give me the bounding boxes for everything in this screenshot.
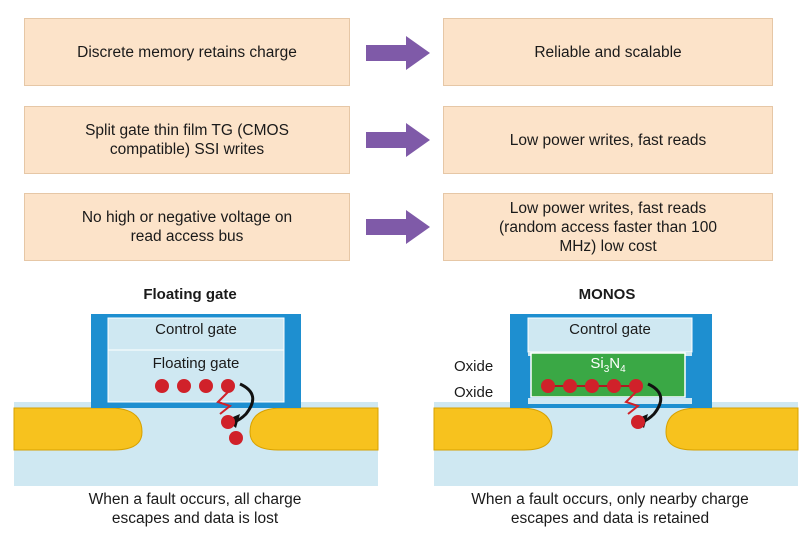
charge-dot	[629, 379, 643, 393]
oxide-top-label: Oxide	[454, 358, 494, 375]
charge-dot	[177, 379, 191, 393]
arrow-right-icon	[366, 36, 430, 70]
diffusion-right	[665, 407, 799, 451]
floating-gate-caption: When a fault occurs, all charge escapes …	[88, 491, 302, 527]
control-gate	[107, 317, 285, 353]
effect-box-1: Reliable and scalable	[443, 18, 773, 86]
effect-box-3: Low power writes, fast reads (random acc…	[443, 193, 773, 261]
diffusion-left	[13, 407, 143, 451]
charge-dot	[229, 431, 243, 445]
diffusion-right	[249, 407, 379, 451]
nitride-label: Si3N4	[590, 355, 626, 375]
charge-dot	[631, 415, 645, 429]
oxide-bottom-label: Oxide	[454, 384, 494, 401]
leak-zigzag-icon	[624, 391, 641, 415]
arrow-right-icon	[366, 210, 430, 244]
charge-dot	[155, 379, 169, 393]
floating-gate	[107, 349, 285, 403]
monos-control-gate-label: Control gate	[569, 321, 651, 338]
fg-floating-gate-label: Floating gate	[152, 355, 240, 372]
charge-dot	[607, 379, 621, 393]
floating-gate-title: Floating gate	[143, 286, 237, 303]
floating-gate-diagram	[13, 314, 379, 486]
charge-dot	[585, 379, 599, 393]
charge-dot	[221, 415, 235, 429]
effect-text-1: Reliable and scalable	[534, 43, 682, 61]
nitride-layer	[530, 352, 686, 398]
monos-diagram	[433, 314, 799, 486]
arrow-right-icon	[366, 123, 430, 157]
cause-text-3: No high or negative voltage on read acce…	[81, 209, 293, 245]
monos-title: MONOS	[578, 286, 636, 303]
charge-dot	[563, 379, 577, 393]
monos-caption: When a fault occurs, only nearby charge …	[471, 491, 749, 527]
charge-dot	[541, 379, 555, 393]
cause-box-1: Discrete memory retains charge	[24, 18, 350, 86]
effect-text-3: Low power writes, fast reads (random acc…	[499, 199, 717, 255]
oxide-bottom	[528, 398, 692, 404]
control-gate	[527, 317, 693, 353]
effect-text-2: Low power writes, fast reads	[509, 131, 707, 149]
charge-dot	[199, 379, 213, 393]
fg-control-gate-label: Control gate	[155, 321, 237, 338]
cause-text-1: Discrete memory retains charge	[77, 43, 297, 61]
charge-dot	[221, 379, 235, 393]
cause-box-3: No high or negative voltage on read acce…	[24, 193, 350, 261]
effect-box-2: Low power writes, fast reads	[443, 106, 773, 174]
cause-text-2: Split gate thin film TG (CMOS compatible…	[85, 122, 289, 158]
cause-box-2: Split gate thin film TG (CMOS compatible…	[24, 106, 350, 174]
leak-zigzag-icon	[216, 391, 233, 415]
diffusion-left	[433, 407, 553, 451]
